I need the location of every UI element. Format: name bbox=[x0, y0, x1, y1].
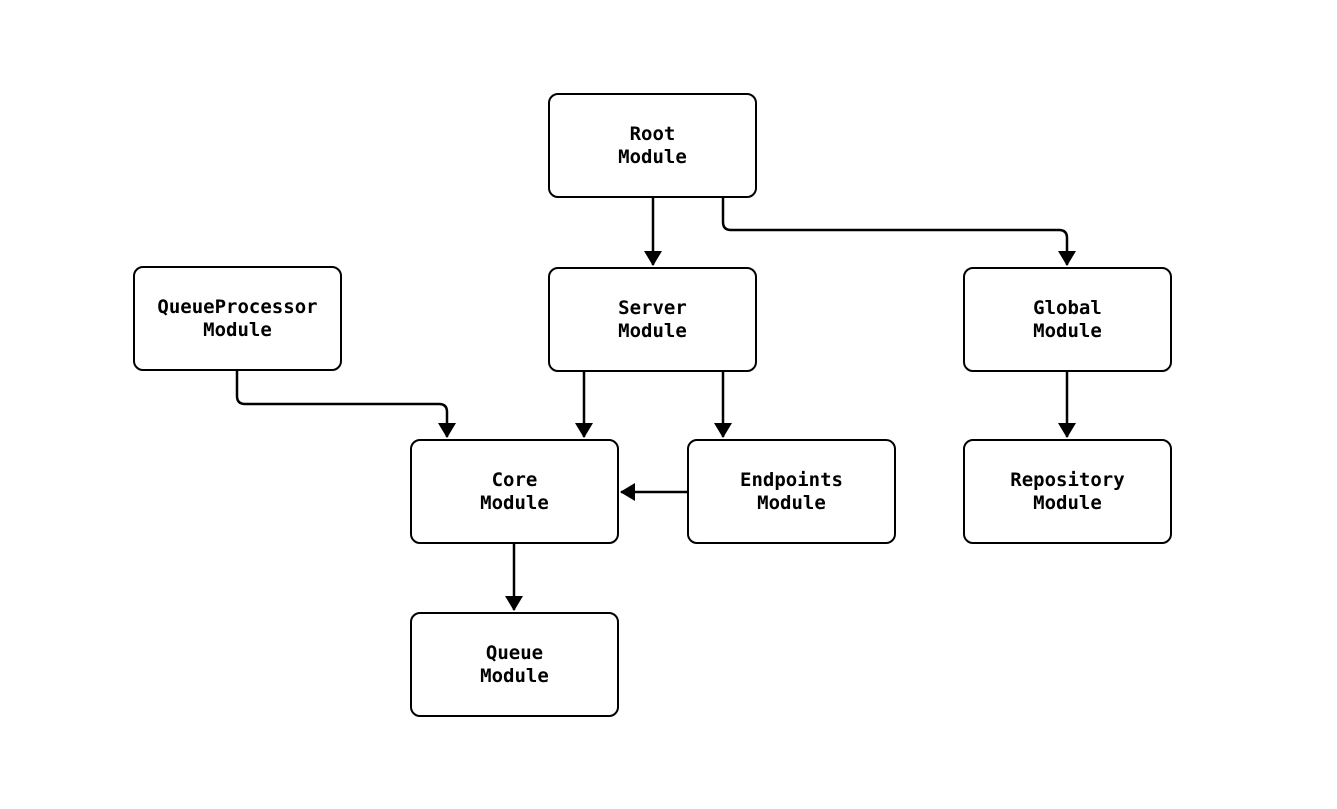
edge-root-global bbox=[721, 198, 1076, 266]
node-label: Server Module bbox=[618, 296, 687, 342]
node-label: Queue Module bbox=[480, 641, 549, 687]
node-core: Core Module bbox=[410, 439, 619, 544]
node-global: Global Module bbox=[963, 267, 1172, 372]
node-label: Global Module bbox=[1033, 296, 1102, 342]
node-label: Core Module bbox=[480, 468, 549, 514]
node-queueprocessor: QueueProcessor Module bbox=[133, 266, 342, 371]
node-label: Endpoints Module bbox=[740, 468, 843, 514]
node-server: Server Module bbox=[548, 267, 757, 372]
node-queue: Queue Module bbox=[410, 612, 619, 717]
node-label: QueueProcessor Module bbox=[157, 295, 318, 341]
node-endpoints: Endpoints Module bbox=[687, 439, 896, 544]
edge-queueprocessor-core bbox=[235, 371, 456, 438]
node-label: Repository Module bbox=[1010, 468, 1125, 514]
node-repository: Repository Module bbox=[963, 439, 1172, 544]
node-root: Root Module bbox=[548, 93, 757, 198]
node-label: Root Module bbox=[618, 122, 687, 168]
